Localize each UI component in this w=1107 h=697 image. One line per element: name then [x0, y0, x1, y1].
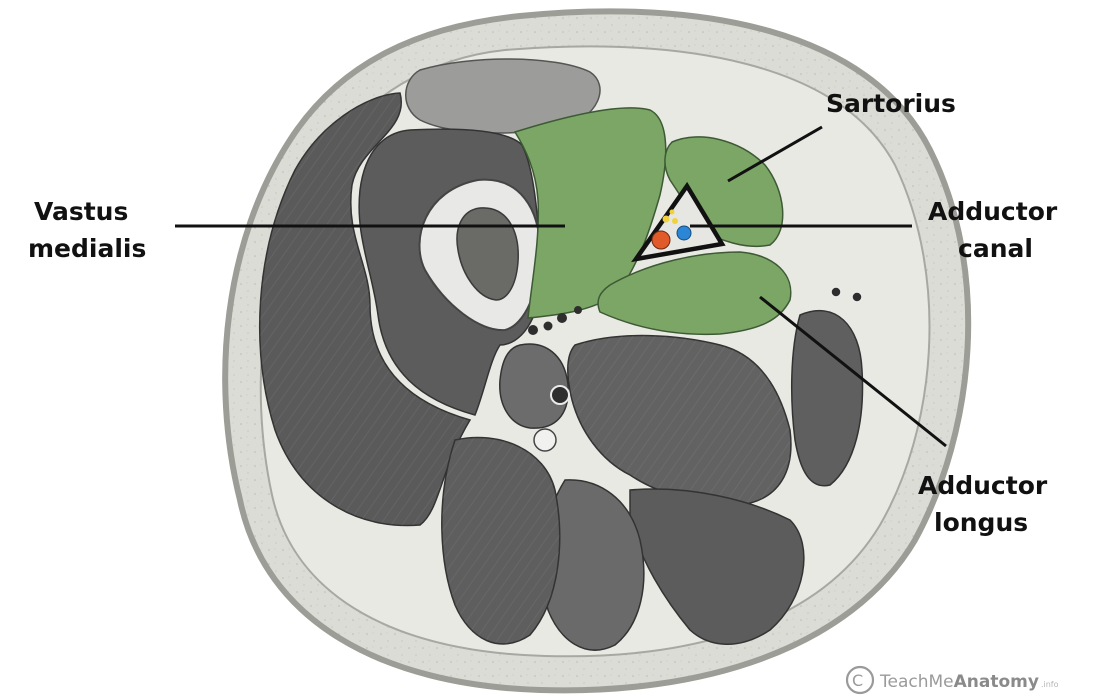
- credit-brand-light: TeachMe: [879, 672, 954, 692]
- saphenous-vessel-2: [852, 292, 862, 302]
- label-adductor-longus-line-1: Adductor: [918, 471, 1048, 500]
- label-sartorius-line-1: Sartorius: [826, 89, 956, 118]
- vessel-6: [574, 306, 582, 314]
- credit-suffix: .info: [1041, 680, 1059, 689]
- saphenous-nerve-2: [672, 218, 678, 224]
- label-vastus-medialis-line-2: medialis: [28, 234, 146, 263]
- saphenous-nerve-1: [663, 216, 670, 223]
- label-sartorius: Sartorius: [826, 89, 956, 118]
- femoral-artery: [652, 231, 670, 249]
- vessel-1: [551, 386, 569, 404]
- teachmeanatomy-watermark: C TeachMeAnatomy.info: [847, 667, 1059, 693]
- saphenous-nerve-3: [670, 210, 675, 215]
- vessel-3: [528, 325, 538, 335]
- label-adductor-longus-line-2: longus: [934, 508, 1028, 537]
- label-adductor-canal-line-2: canal: [958, 234, 1033, 263]
- credit-brand-bold: Anatomy: [954, 672, 1039, 692]
- label-adductor-canal-line-1: Adductor: [928, 197, 1058, 226]
- biceps-femoris-texture: [442, 437, 560, 644]
- vessel-5: [557, 313, 567, 323]
- credit-text: TeachMeAnatomy.info: [879, 672, 1059, 692]
- label-adductor-longus: Adductor longus: [918, 471, 1056, 537]
- vessel-2: [534, 429, 556, 451]
- saphenous-vessel-1: [831, 287, 841, 297]
- vessel-4: [544, 322, 553, 331]
- label-vastus-medialis: Vastus medialis: [28, 197, 146, 263]
- label-vastus-medialis-line-1: Vastus: [34, 197, 128, 226]
- copyright-symbol: C: [852, 671, 863, 690]
- femoral-vein: [677, 226, 691, 240]
